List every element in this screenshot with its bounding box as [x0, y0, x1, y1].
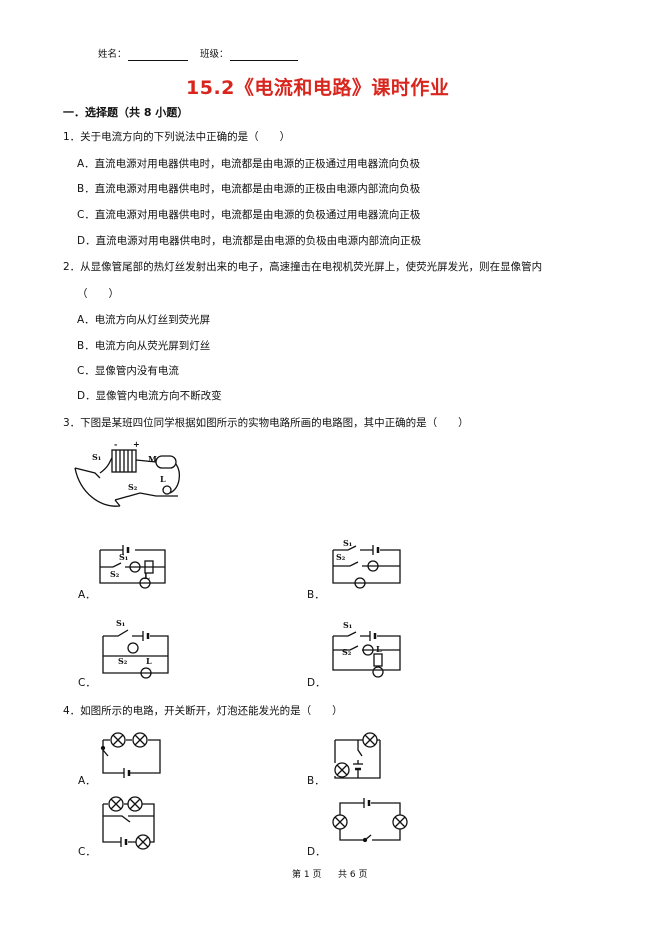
question-2-stem-blank: （ ）	[77, 288, 119, 300]
q4-option-d-diagram	[332, 798, 408, 843]
q4-option-b-diagram	[334, 732, 381, 779]
question-2-stem: 2．从显像管尾部的热灯丝发射出来的电子，高速撞击在电视机荧光屏上，使荧光屏发光，…	[63, 261, 543, 273]
q3-option-d-label: D．	[307, 677, 326, 689]
q3-option-a-label: A．	[78, 589, 96, 601]
question-4-stem: 4．如图所示的电路，开关断开，灯泡还能发光的是（ ）	[63, 705, 343, 717]
q3-motor-label: M	[148, 454, 157, 464]
q3b-s2-label: S₂	[336, 552, 346, 562]
page-title: 15.2《电流和电路》课时作业	[186, 77, 450, 99]
q3-option-a-diagram: S₁ S₂ L	[99, 545, 166, 589]
class-label: 班级：	[200, 49, 229, 60]
question-2-option-d: D．显像管内电流方向不断改变	[77, 390, 222, 402]
question-1-option-c: C．直流电源对用电器供电时，电流都是由电源的负极通过用电器流向正极	[77, 209, 421, 221]
question-2-option-c: C．显像管内没有电流	[77, 365, 179, 377]
q3-battery-plus: +	[133, 439, 140, 449]
q4-option-d-label: D．	[307, 846, 326, 858]
question-1-option-b: B．直流电源对用电器供电时，电流都是由电源的正极由电源内部流向负极	[77, 183, 421, 195]
q3-option-b-label: B．	[307, 589, 325, 601]
q3a-s1-label: S₁	[119, 552, 128, 562]
question-1-stem: 1．关于电流方向的下列说法中正确的是（ ）	[63, 131, 291, 143]
name-label: 姓名：	[98, 49, 127, 60]
footer-total-pages: 共 6 页	[338, 870, 368, 880]
question-1-option-a: A．直流电源对用电器供电时，电流都是由电源的正极通过用电器流向负极	[77, 158, 421, 170]
q4-option-c-diagram	[102, 796, 155, 850]
question-2-option-a: A．电流方向从灯丝到荧光屏	[77, 314, 211, 326]
question-3-stem: 3．下图是某班四位同学根据如图所示的实物电路所画的电路图，其中正确的是（ ）	[63, 417, 469, 429]
q4-option-b-label: B．	[307, 775, 325, 787]
q3b-s1-label: S₁	[343, 538, 352, 548]
question-2-option-b: B．电流方向从荧光屏到灯丝	[77, 340, 211, 352]
q3-option-c-diagram: S₁ S₂ L	[102, 618, 169, 679]
section-heading: 一．选择题（共 8 小题）	[63, 106, 189, 119]
q3-s2-label: S₂	[128, 482, 138, 492]
q3c-s1-label: S₁	[116, 618, 125, 628]
q4-option-c-label: C．	[78, 846, 96, 858]
q3-option-d-diagram: S₁ S₂ L	[332, 620, 401, 678]
name-blank	[128, 60, 188, 61]
q3-lamp-label: L	[160, 474, 166, 484]
q3d-s2-label: S₂	[342, 647, 352, 657]
q4-option-a-label: A．	[78, 775, 96, 787]
question-1-option-d: D．直流电源对用电器供电时，电流都是由电源的负极由电源内部流向正极	[77, 235, 422, 247]
class-blank	[230, 60, 298, 61]
q3d-l-label: L	[376, 644, 382, 654]
q3a-l-label: L	[144, 571, 150, 581]
q3a-s2-label: S₂	[110, 569, 120, 579]
q3c-l-label: L	[146, 656, 152, 666]
footer-page-number: 第 1 页	[292, 870, 322, 880]
q3-physical-circuit: - + M S₁ L S₂	[74, 439, 181, 507]
q3-battery-minus: -	[114, 439, 117, 449]
q3d-s1-label: S₁	[343, 620, 352, 630]
q3-option-c-label: C．	[78, 677, 96, 689]
q4-option-a-diagram	[100, 732, 161, 778]
q3-s1-label: S₁	[92, 452, 101, 462]
q3c-s2-label: S₂	[118, 656, 128, 666]
q3-option-b-diagram: S₁ S₂	[332, 538, 401, 589]
